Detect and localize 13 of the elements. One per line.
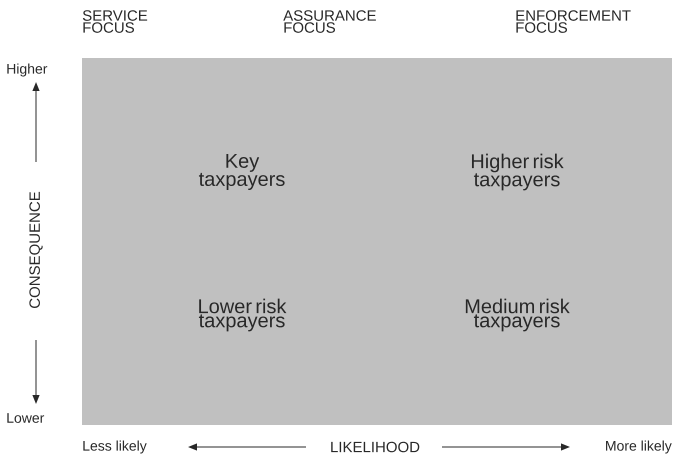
quadrant-label: Medium risk taxpayers bbox=[466, 298, 570, 332]
column-heading: ENFORCEMENT FOCUS bbox=[516, 10, 631, 33]
column-heading: SERVICE FOCUS bbox=[82, 10, 148, 33]
axis-label: Less likely bbox=[83, 440, 147, 454]
axis-label: More likely bbox=[606, 440, 672, 454]
axis-label: Lower bbox=[7, 413, 44, 423]
axis-title: LIKELIHOOD bbox=[331, 442, 420, 452]
axis-title: CONSEQUENCE bbox=[29, 192, 43, 308]
quadrant-label: Higher risk taxpayers bbox=[472, 154, 564, 190]
column-heading: ASSURANCE FOCUS bbox=[283, 10, 376, 33]
axis-label: Higher bbox=[7, 63, 48, 77]
quadrant-label: Key taxpayers bbox=[198, 154, 285, 190]
quadrant-label: Lower risk taxpayers bbox=[198, 298, 286, 332]
